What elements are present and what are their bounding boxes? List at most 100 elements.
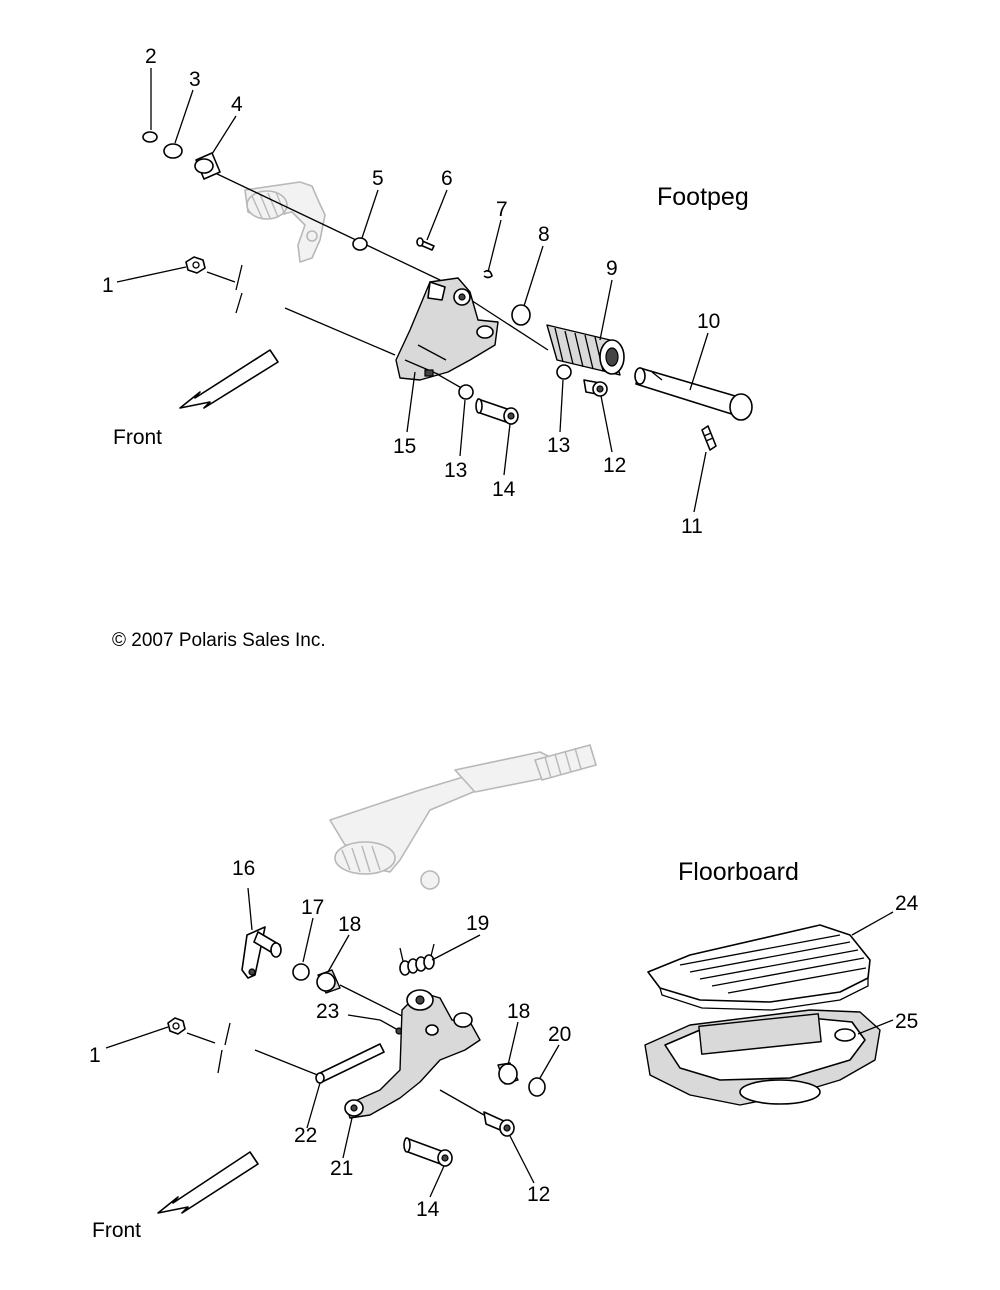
leader-line bbox=[851, 911, 894, 936]
front-label: Front bbox=[92, 1219, 141, 1242]
front-direction-arrow bbox=[157, 1151, 259, 1214]
clevis-pin-part-10 bbox=[634, 367, 753, 421]
bushing-part-4 bbox=[194, 152, 221, 180]
shaft-part-22 bbox=[315, 1043, 385, 1084]
leader-line bbox=[247, 887, 253, 931]
leader-line bbox=[105, 1026, 169, 1049]
spring-part-19 bbox=[399, 943, 435, 976]
pin-part-6 bbox=[416, 237, 435, 251]
floorboard-top-part-24 bbox=[647, 924, 871, 1011]
floorboard-title: Floorboard bbox=[678, 858, 799, 886]
footpeg-mount-part-15 bbox=[395, 277, 499, 381]
assembly-axis-line bbox=[439, 1089, 485, 1116]
callout-5: 5 bbox=[372, 167, 384, 190]
o-ring-part-5 bbox=[352, 237, 368, 251]
callout-15: 15 bbox=[393, 435, 416, 458]
break-mark bbox=[235, 292, 243, 314]
leader-line bbox=[539, 1044, 560, 1079]
leader-line bbox=[302, 917, 314, 963]
callout-11: 11 bbox=[681, 515, 703, 538]
leader-line bbox=[693, 451, 707, 513]
assembly-axis-line bbox=[254, 1049, 321, 1077]
callout-8: 8 bbox=[538, 223, 550, 246]
callout-20: 20 bbox=[548, 1023, 571, 1046]
assembly-axis-line bbox=[284, 307, 396, 356]
footpeg-rubber-part-9 bbox=[546, 324, 625, 376]
callout-3: 3 bbox=[189, 68, 201, 91]
floorboard-section: Floorboard bbox=[89, 744, 919, 1242]
leader-line bbox=[857, 1019, 894, 1035]
leader-line bbox=[342, 1117, 353, 1159]
callout-25: 25 bbox=[895, 1010, 918, 1033]
floorboard-base-part-25 bbox=[644, 1009, 881, 1106]
callout-12: 12 bbox=[527, 1183, 550, 1206]
bushing-part-18 bbox=[316, 969, 341, 994]
front-direction-arrow bbox=[179, 349, 279, 409]
leader-line bbox=[361, 189, 379, 239]
leader-line bbox=[347, 1014, 381, 1021]
front-label: Front bbox=[113, 426, 162, 449]
washer-part-13 bbox=[458, 384, 474, 400]
callout-18: 18 bbox=[338, 913, 361, 936]
callout-19: 19 bbox=[466, 912, 489, 935]
bolt-part-12 bbox=[583, 379, 608, 397]
leader-line bbox=[431, 934, 481, 961]
pivot-arm-part-16 bbox=[241, 926, 282, 979]
pin-part-23 bbox=[379, 1019, 403, 1035]
callout-18: 18 bbox=[507, 1000, 530, 1023]
break-mark bbox=[235, 264, 243, 291]
assembly-axis-line bbox=[212, 171, 441, 281]
callout-1: 1 bbox=[102, 274, 114, 297]
callout-10: 10 bbox=[697, 310, 720, 333]
leader-line bbox=[306, 1082, 321, 1129]
assembly-axis-line bbox=[186, 1032, 216, 1044]
leader-line bbox=[503, 423, 511, 476]
bolt-part-14 bbox=[403, 1137, 453, 1167]
callout-13: 13 bbox=[444, 459, 467, 482]
ring-part-20 bbox=[528, 1077, 546, 1097]
leader-line bbox=[600, 395, 613, 453]
leader-line bbox=[459, 399, 466, 457]
leader-line bbox=[487, 219, 502, 273]
leader-line bbox=[429, 1165, 445, 1198]
callout-13: 13 bbox=[547, 434, 570, 457]
callout-17: 17 bbox=[301, 896, 324, 919]
break-mark bbox=[217, 1049, 223, 1074]
assembly-axis-line bbox=[206, 271, 236, 283]
nut-part-1 bbox=[185, 256, 206, 274]
callout-12: 12 bbox=[603, 454, 626, 477]
ghost-shift-lever bbox=[329, 744, 597, 890]
callout-21: 21 bbox=[330, 1157, 353, 1180]
callout-24: 24 bbox=[895, 892, 919, 915]
bushing-part-18 bbox=[497, 1062, 519, 1085]
washer-part-8 bbox=[511, 304, 531, 326]
footpeg-title: Footpeg bbox=[657, 183, 749, 211]
leader-line bbox=[174, 89, 194, 144]
leader-line bbox=[327, 934, 350, 973]
leader-line bbox=[507, 1021, 519, 1066]
bolt-part-12 bbox=[483, 1111, 515, 1137]
callout-2: 2 bbox=[145, 45, 157, 68]
leader-line bbox=[599, 279, 613, 341]
break-mark bbox=[224, 1022, 231, 1046]
callout-7: 7 bbox=[496, 198, 508, 221]
floorboard-bracket-part-21 bbox=[344, 989, 481, 1119]
leader-line bbox=[509, 1135, 535, 1184]
callout-22: 22 bbox=[294, 1124, 317, 1147]
bolt-part-14 bbox=[475, 398, 519, 425]
set-screw-part-11 bbox=[701, 425, 717, 451]
leader-line bbox=[211, 115, 237, 155]
leader-line bbox=[426, 189, 448, 241]
leader-line bbox=[116, 266, 187, 283]
o-ring-part-17 bbox=[292, 963, 310, 981]
ghost-shift-lever bbox=[244, 181, 326, 263]
leader-line bbox=[689, 332, 709, 391]
callout-23: 23 bbox=[316, 1000, 339, 1023]
callout-14: 14 bbox=[492, 478, 516, 501]
leader-line bbox=[523, 245, 544, 307]
callout-16: 16 bbox=[232, 857, 255, 880]
retaining-ring-part-2 bbox=[142, 131, 158, 143]
callout-14: 14 bbox=[416, 1198, 440, 1221]
